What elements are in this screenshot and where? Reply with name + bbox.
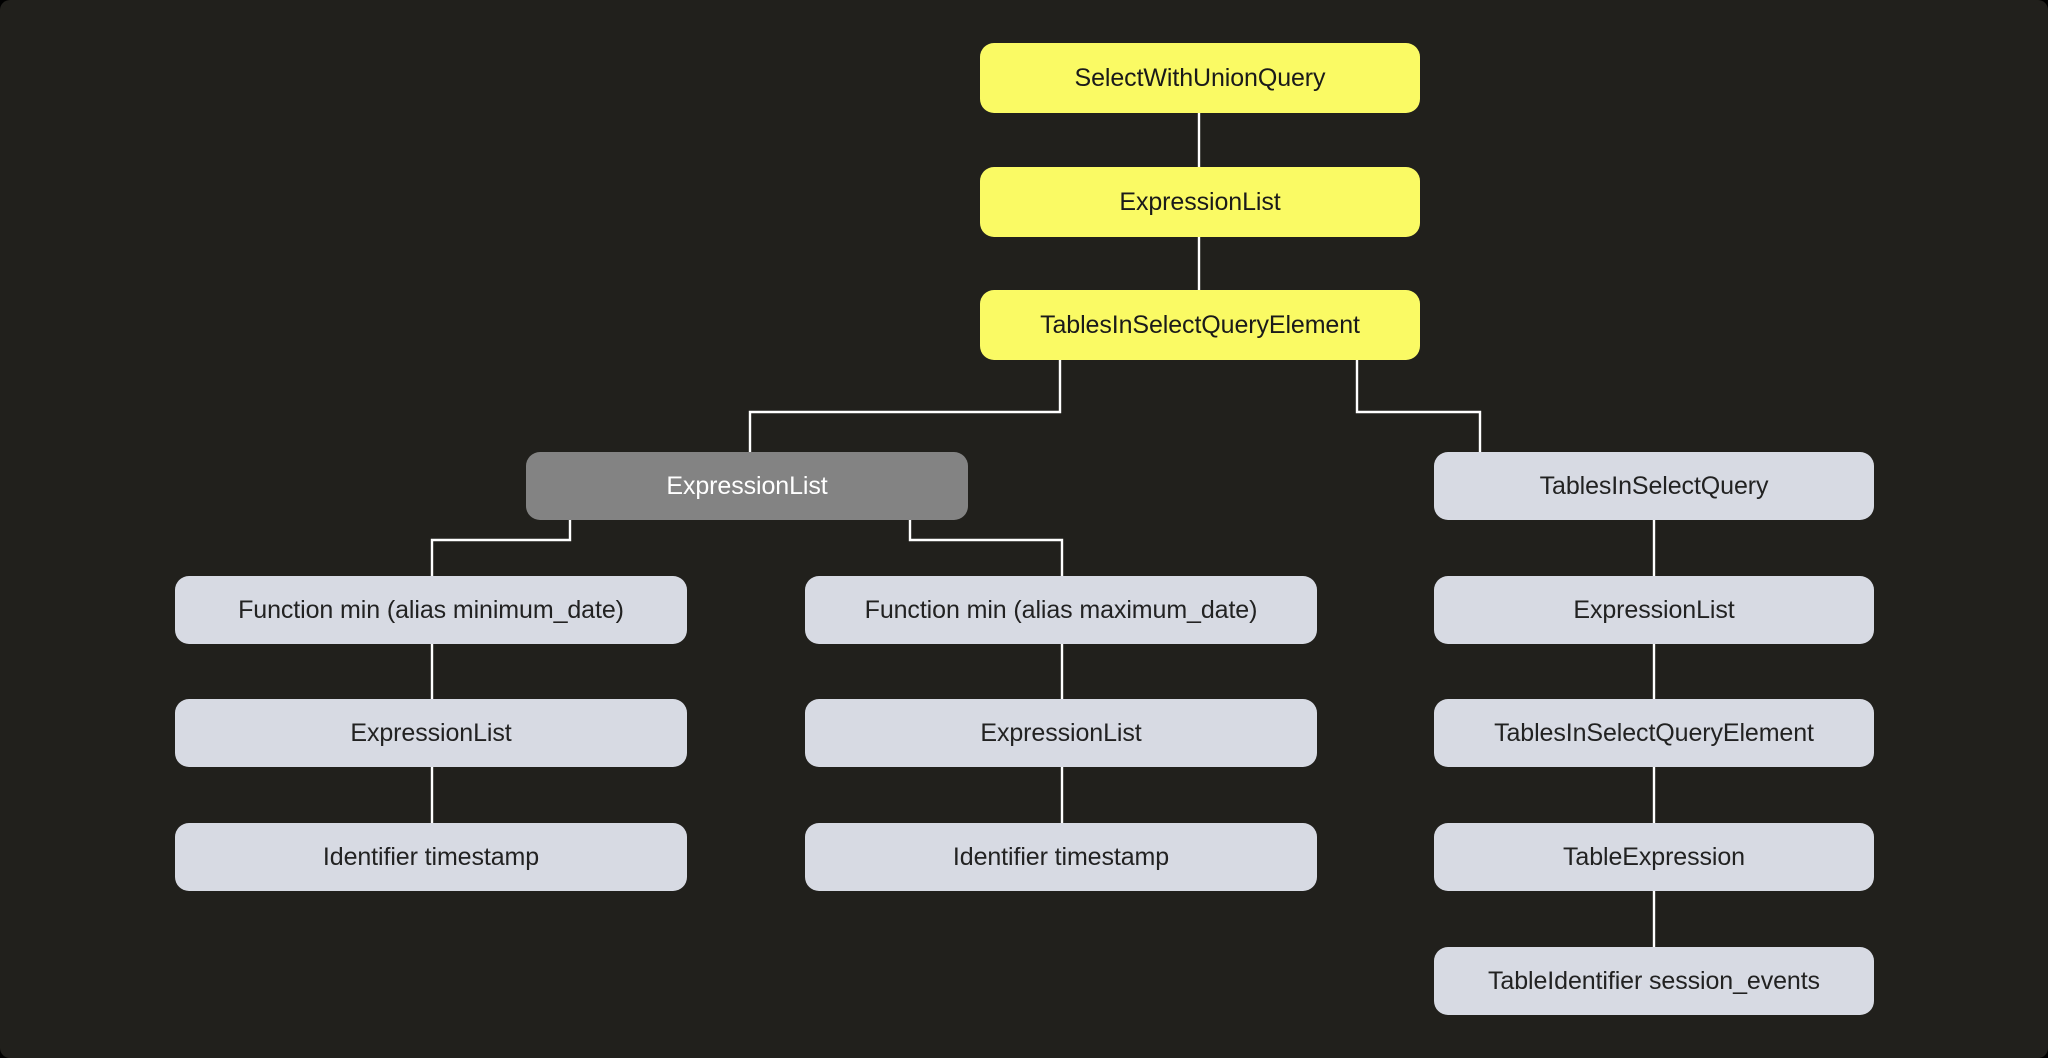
tree-edge [748, 360, 1062, 452]
tree-node[interactable]: Identifier timestamp [175, 823, 687, 891]
tree-edge [430, 520, 572, 576]
tree-node[interactable]: ExpressionList [980, 167, 1420, 237]
tree-node-label: ExpressionList [1119, 187, 1281, 216]
tree-node-label: ExpressionList [350, 718, 512, 747]
tree-node-label: Function min (alias maximum_date) [864, 595, 1258, 624]
tree-node-label: ExpressionList [980, 718, 1142, 747]
tree-node[interactable]: TablesInSelectQuery [1434, 452, 1874, 520]
tree-node[interactable]: Function min (alias minimum_date) [175, 576, 687, 644]
tree-node[interactable]: TableExpression [1434, 823, 1874, 891]
tree-node-label: ExpressionList [1573, 595, 1735, 624]
tree-node-label: Identifier timestamp [322, 842, 540, 871]
tree-node[interactable]: TablesInSelectQueryElement [1434, 699, 1874, 767]
tree-node[interactable]: ExpressionList [1434, 576, 1874, 644]
tree-node[interactable]: SelectWithUnionQuery [980, 43, 1420, 113]
tree-node[interactable]: Identifier timestamp [805, 823, 1317, 891]
tree-edge [1355, 360, 1482, 452]
tree-node[interactable]: TableIdentifier session_events [1434, 947, 1874, 1015]
tree-node[interactable]: ExpressionList [526, 452, 968, 520]
tree-node-label: TableIdentifier session_events [1488, 966, 1820, 995]
tree-node[interactable]: ExpressionList [805, 699, 1317, 767]
tree-node-label: TablesInSelectQueryElement [1040, 310, 1360, 339]
tree-node[interactable]: TablesInSelectQueryElement [980, 290, 1420, 360]
tree-node[interactable]: ExpressionList [175, 699, 687, 767]
tree-node-label: ExpressionList [666, 471, 828, 500]
tree-edge [908, 520, 1064, 576]
tree-node-label: TablesInSelectQuery [1539, 471, 1769, 500]
tree-node-label: Function min (alias minimum_date) [238, 595, 624, 624]
tree-node-label: Identifier timestamp [952, 842, 1170, 871]
tree-node[interactable]: Function min (alias maximum_date) [805, 576, 1317, 644]
tree-node-label: SelectWithUnionQuery [1074, 63, 1326, 92]
tree-node-label: TablesInSelectQueryElement [1494, 718, 1814, 747]
tree-node-label: TableExpression [1563, 842, 1745, 871]
